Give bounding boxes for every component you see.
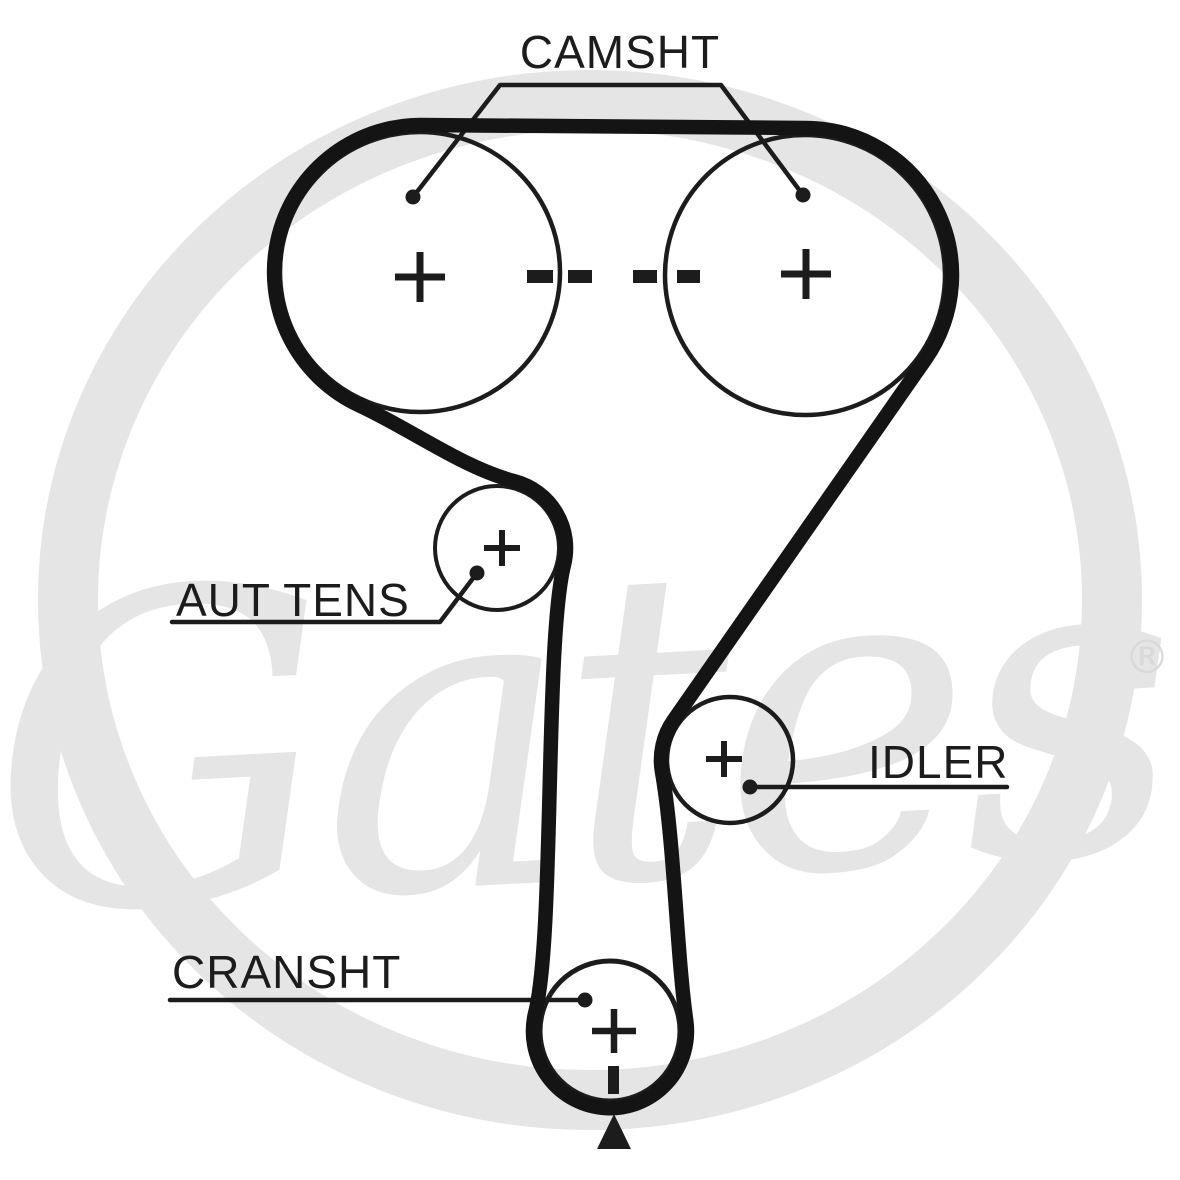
camshaft-link-dashes [527, 270, 700, 283]
crankshaft-center-mark [592, 1009, 636, 1053]
tensioner-leader-line [169, 570, 480, 625]
tensioner-label: AUT TENS [176, 574, 410, 626]
tensioner-center-mark [484, 530, 520, 566]
crankshaft-leader-dot [577, 992, 593, 1008]
leader-lines [167, 82, 1010, 1008]
cam-link-dash [633, 270, 657, 283]
camshaft-label: CAMSHT [520, 26, 720, 78]
cam-link-dash [527, 270, 553, 283]
timing-belt-path [266, 117, 960, 1116]
idler-center-mark [706, 741, 742, 777]
labels: CAMSHT AUT TENS IDLER CRANSHT [172, 26, 1008, 998]
idler-leader-dot [742, 779, 758, 795]
cam-link-dash [677, 270, 700, 283]
crankshaft-arrow-up-icon [597, 1114, 631, 1149]
pulley-center-marks [395, 249, 831, 1053]
registered-trademark-icon: ® [1124, 630, 1170, 684]
camshaft-right-leader-dot [795, 187, 811, 203]
tensioner-leader-dot [469, 565, 485, 581]
camshaft-left-center-mark [395, 252, 445, 302]
cam-link-dash [568, 270, 592, 283]
crankshaft-label: CRANSHT [172, 946, 401, 998]
camshaft-right-center-mark [781, 249, 831, 299]
camshaft-left-leader-dot [405, 189, 421, 205]
idler-label: IDLER [868, 736, 1008, 788]
crankshaft-axis-dash [608, 1066, 619, 1094]
watermark-brand-script: Gates [0, 452, 1180, 1013]
